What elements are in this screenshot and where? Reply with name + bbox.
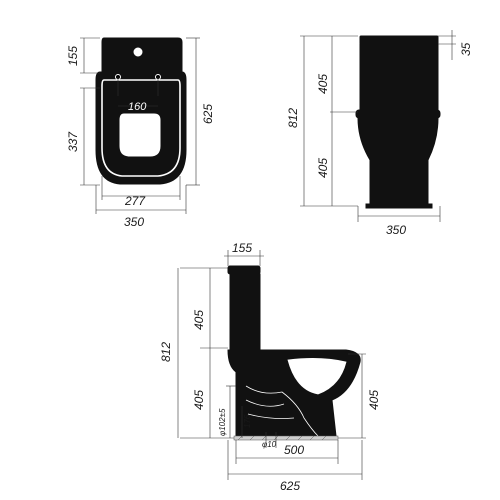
front-view-tank <box>359 43 439 111</box>
dim-total-length-side: 625 <box>280 479 300 493</box>
dim-outlet-diameter: φ10 <box>262 440 277 449</box>
dim-bowl-length-top: 337 <box>66 131 80 152</box>
dim-tank-height-front: 405 <box>316 74 330 94</box>
dim-total-width-top: 350 <box>124 215 144 229</box>
dim-tank-depth-side: 155 <box>232 241 252 255</box>
top-view-seat-ring <box>101 79 181 177</box>
dim-outlet-height: φ102±5 <box>218 408 227 436</box>
top-view-tank <box>101 37 183 73</box>
dim-total-length-top: 625 <box>201 104 215 124</box>
dim-tank-height-side: 405 <box>192 310 206 330</box>
side-view-bowl-inner <box>287 358 347 395</box>
dim-bowl-height-front: 405 <box>316 158 330 178</box>
side-view-trapway <box>245 385 319 437</box>
dim-tank-depth-top: 155 <box>66 46 80 66</box>
side-view: 155 405 405 812 φ102±5 176 φ10 405 500 6 <box>159 241 381 493</box>
dim-seat-opening: 160 <box>128 101 147 113</box>
top-view: 160 155 337 625 277 350 <box>66 37 215 229</box>
front-view-bowl <box>357 117 439 205</box>
dim-outlet-center: 176 <box>243 414 252 428</box>
dim-bowl-height-side-left: 405 <box>192 390 206 410</box>
front-view-lid <box>359 35 439 45</box>
side-view-tank-lid <box>227 265 261 275</box>
dim-lid-height-front: 35 <box>459 42 473 56</box>
dim-base-width-front: 350 <box>386 223 406 237</box>
front-view: 405 405 812 35 350 <box>286 30 473 237</box>
dim-base-length-side: 500 <box>284 443 304 457</box>
dim-total-height-side: 812 <box>159 342 173 362</box>
side-view-tank <box>229 273 261 351</box>
dim-bowl-height-side-right: 405 <box>367 390 381 410</box>
front-view-seat <box>355 109 441 119</box>
top-view-seat-opening <box>119 113 161 157</box>
dim-total-height-front: 812 <box>286 108 300 128</box>
front-view-base <box>365 203 433 209</box>
dim-inner-width-top: 277 <box>124 194 146 208</box>
top-view-flush-button <box>133 47 143 57</box>
